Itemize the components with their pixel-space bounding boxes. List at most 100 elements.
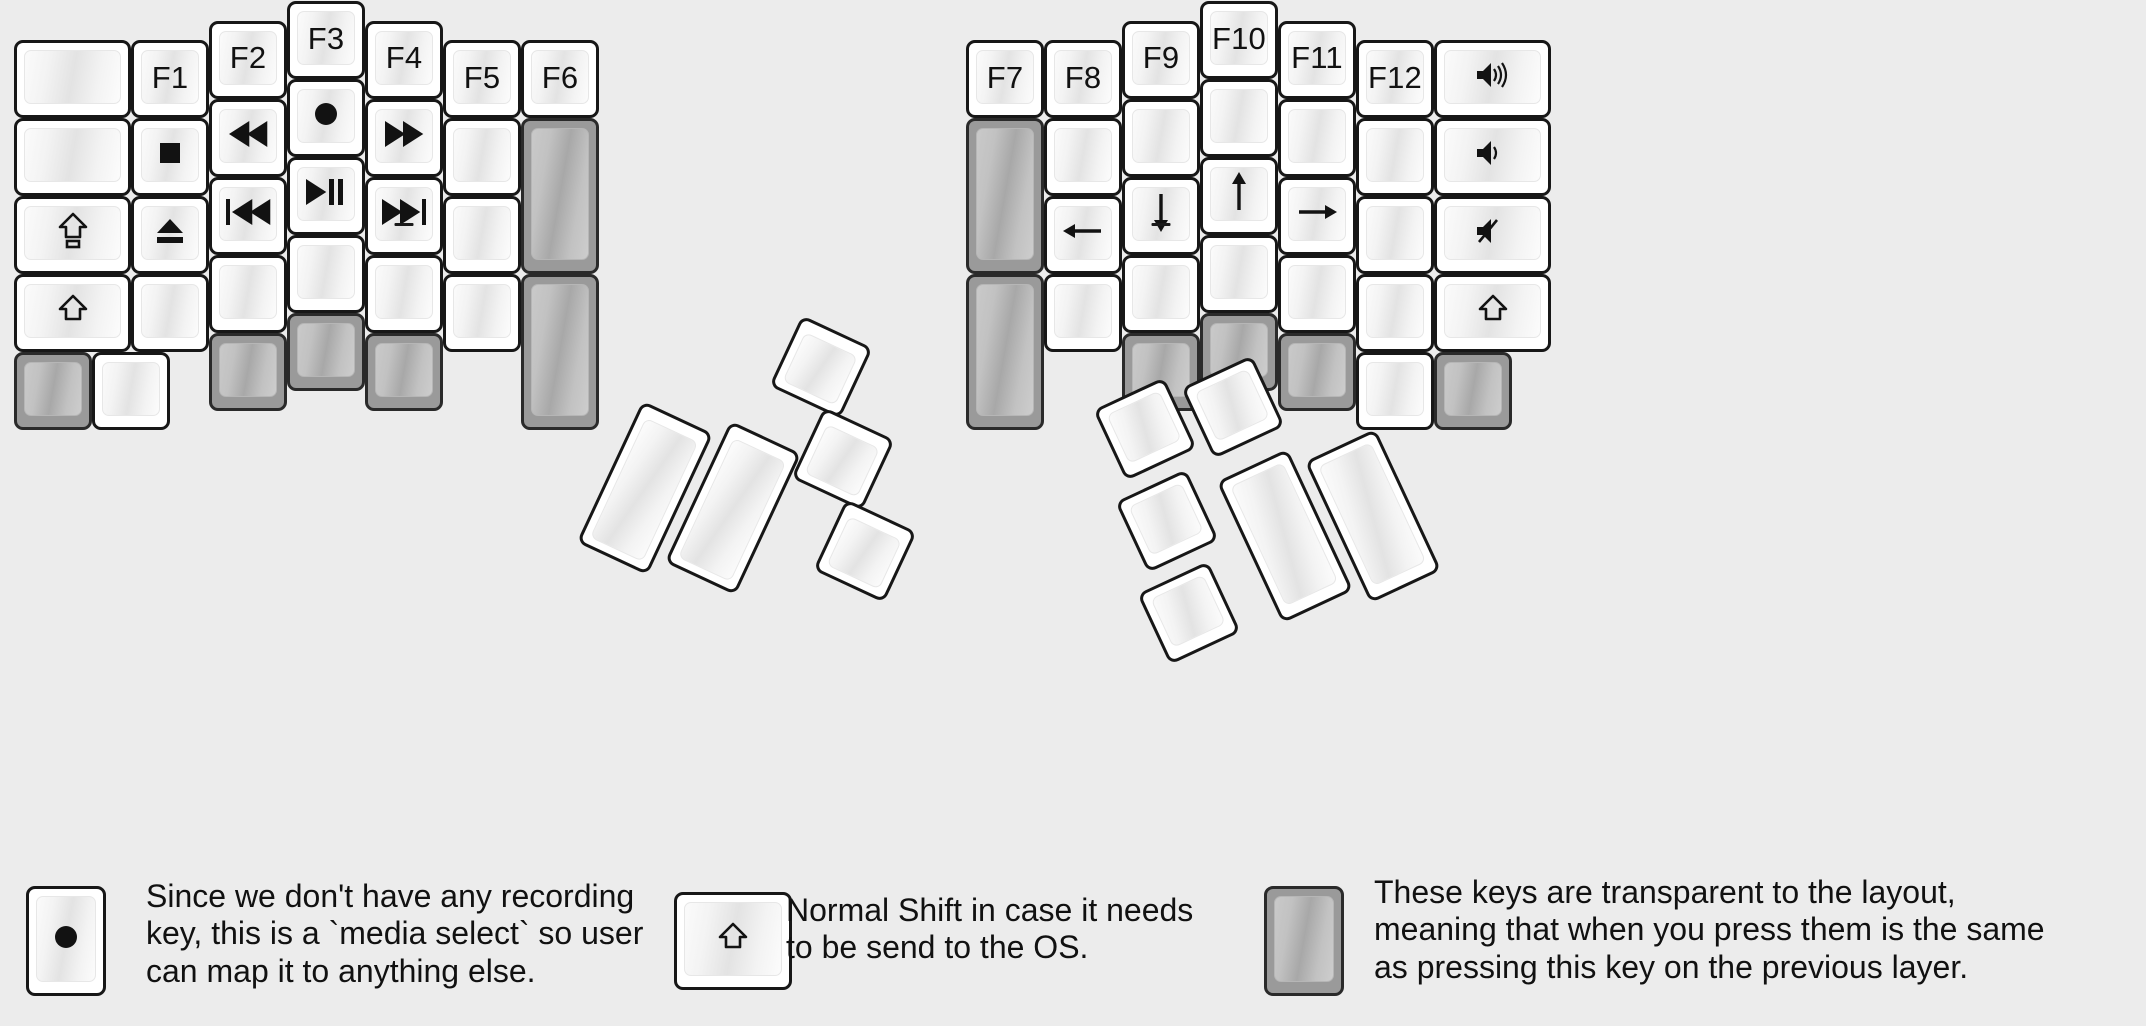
key-blank[interactable]: [14, 118, 131, 196]
key-transparent[interactable]: [521, 118, 599, 274]
key-f3[interactable]: F3: [287, 1, 365, 79]
key-blank[interactable]: [14, 40, 131, 118]
keycap-face: [1210, 89, 1268, 143]
arrow-down-icon: [1146, 190, 1176, 238]
key-stop[interactable]: [131, 118, 209, 196]
key-blank[interactable]: [1356, 352, 1434, 430]
volume-up-icon: [1473, 60, 1513, 94]
key-transparent[interactable]: [1434, 352, 1512, 430]
prev-track-icon: [224, 198, 272, 229]
keycap-face: [24, 128, 121, 182]
keycap-face: [453, 128, 511, 182]
shift-icon: [717, 921, 749, 957]
key-blank[interactable]: [1356, 196, 1434, 274]
key-fast-forward[interactable]: [365, 98, 443, 177]
keycap-face: [684, 902, 782, 976]
key-blank[interactable]: [92, 352, 170, 430]
key-legend-text: F10: [1211, 20, 1267, 56]
key-f6[interactable]: F6: [521, 40, 599, 118]
key-f10[interactable]: F10: [1200, 1, 1278, 79]
key-f4[interactable]: F4: [365, 20, 443, 99]
key-volume-mute[interactable]: [1434, 196, 1551, 274]
record-icon: [49, 920, 83, 958]
key-prev-track[interactable]: [209, 176, 287, 255]
key-shift[interactable]: [14, 274, 131, 352]
stop-icon: [155, 138, 185, 172]
keycap-face: [1288, 264, 1346, 319]
key-f5[interactable]: F5: [443, 40, 521, 118]
note-record-text: Since we don't have any recording key, t…: [146, 878, 644, 989]
key-blank[interactable]: [287, 235, 365, 313]
note-shift-swatch: [674, 892, 792, 990]
key-blank[interactable]: [1356, 118, 1434, 196]
keycap-face: [531, 128, 589, 260]
keycap-face: [1274, 896, 1334, 982]
key-play-pause[interactable]: [287, 157, 365, 235]
key-thumb[interactable]: [791, 407, 895, 511]
keycap-face: [375, 342, 433, 397]
keycap-face: [1054, 128, 1112, 182]
key-f1[interactable]: F1: [131, 40, 209, 118]
key-shift[interactable]: [1434, 274, 1551, 352]
key-transparent[interactable]: [1278, 332, 1356, 411]
key-blank[interactable]: [1200, 79, 1278, 157]
keycap-face: F3: [297, 11, 355, 65]
key-blank[interactable]: [443, 196, 521, 274]
key-blank[interactable]: [1200, 235, 1278, 313]
key-blank[interactable]: [1044, 118, 1122, 196]
key-f7[interactable]: F7: [966, 40, 1044, 118]
key-f12[interactable]: F12: [1356, 40, 1434, 118]
key-blank[interactable]: [443, 118, 521, 196]
key-blank[interactable]: [1122, 98, 1200, 177]
key-caps-lock[interactable]: [14, 196, 131, 274]
key-f8[interactable]: F8: [1044, 40, 1122, 118]
key-arrow-right[interactable]: [1278, 176, 1356, 255]
key-blank[interactable]: [1122, 254, 1200, 333]
key-transparent[interactable]: [365, 332, 443, 411]
key-volume-down[interactable]: [1434, 118, 1551, 196]
key-f2[interactable]: F2: [209, 20, 287, 99]
key-blank[interactable]: [1278, 98, 1356, 177]
key-arrow-down[interactable]: [1122, 176, 1200, 255]
key-legend-text: F4: [385, 40, 423, 75]
key-blank[interactable]: [1044, 274, 1122, 352]
key-record[interactable]: [287, 79, 365, 157]
play-pause-icon: [304, 178, 348, 210]
key-arrow-up[interactable]: [1200, 157, 1278, 235]
key-eject[interactable]: [131, 196, 209, 274]
key-arrow-left[interactable]: [1044, 196, 1122, 274]
keycap-face: F4: [375, 30, 433, 85]
key-blank[interactable]: [365, 254, 443, 333]
key-transparent[interactable]: [966, 274, 1044, 430]
key-transparent[interactable]: [209, 332, 287, 411]
key-blank[interactable]: [443, 274, 521, 352]
caps-lock-icon: [57, 211, 89, 255]
keycap-face: [141, 128, 199, 182]
key-blank[interactable]: [1356, 274, 1434, 352]
key-f9[interactable]: F9: [1122, 20, 1200, 99]
key-legend-text: F1: [151, 59, 189, 95]
key-thumb[interactable]: [1137, 561, 1241, 665]
keycap-face: [24, 284, 121, 338]
key-f11[interactable]: F11: [1278, 20, 1356, 99]
key-legend-text: F8: [1064, 59, 1102, 95]
key-volume-up[interactable]: [1434, 40, 1551, 118]
key-transparent[interactable]: [521, 274, 599, 430]
key-transparent[interactable]: [14, 352, 92, 430]
key-next-track[interactable]: [365, 176, 443, 255]
key-legend-text: F6: [541, 59, 579, 95]
key-blank[interactable]: [209, 254, 287, 333]
key-blank[interactable]: [1278, 254, 1356, 333]
key-transparent[interactable]: [287, 313, 365, 391]
key-thumb[interactable]: [769, 315, 873, 419]
key-thumb[interactable]: [1115, 469, 1219, 573]
keycap-face: F9: [1132, 30, 1190, 85]
key-blank[interactable]: [131, 274, 209, 352]
key-thumb[interactable]: [813, 499, 917, 603]
arrow-up-icon: [1224, 170, 1254, 218]
key-transparent[interactable]: [966, 118, 1044, 274]
keycap-face: [826, 516, 902, 590]
key-rewind[interactable]: [209, 98, 287, 177]
keycap-face: [1288, 108, 1346, 163]
keycap-face: [24, 206, 121, 260]
